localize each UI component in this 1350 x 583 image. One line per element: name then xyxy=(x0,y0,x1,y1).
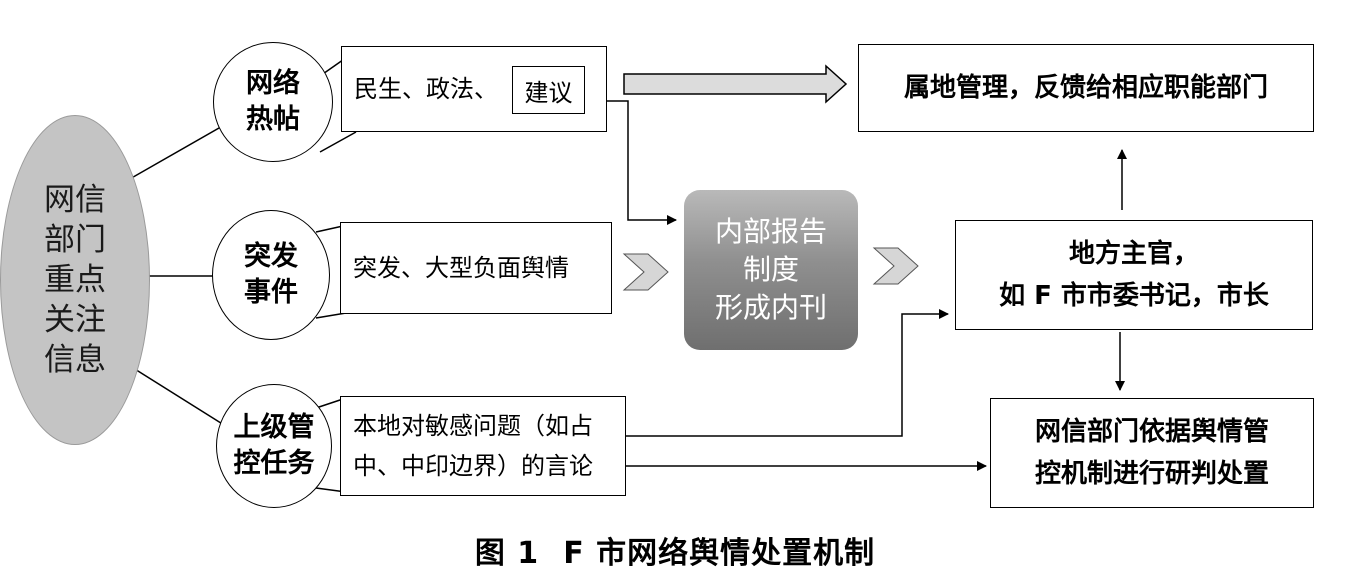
arrow-tasks-to-officials xyxy=(626,309,949,437)
center-line-2: 部门 xyxy=(44,222,106,258)
center-line-4: 关注 xyxy=(44,302,106,338)
link-hot-posts-to-box-2 xyxy=(319,131,357,153)
internal-report-box: 内部报告 制度 形成内刊 xyxy=(684,190,858,350)
hot-posts-box-text: 民生、政法、 xyxy=(354,75,498,103)
link-center-to-tasks xyxy=(129,365,233,431)
center-ellipse: 网信 部门 重点 关注 信息 xyxy=(0,115,150,445)
internal-report-line-3: 形成内刊 xyxy=(714,291,827,324)
figure-caption: 图 1 F 市网络舆情处置机制 xyxy=(0,528,1350,572)
hot-posts-circle: 网络 热帖 xyxy=(213,42,333,162)
chevron-arrow-report-to-officials xyxy=(872,247,919,285)
local-management-text: 属地管理，反馈给相应职能部门 xyxy=(903,73,1268,103)
department-disposal-box: 网信部门依据舆情管 控机制进行研判处置 xyxy=(990,398,1314,508)
emergency-line-2: 事件 xyxy=(244,277,298,308)
figure-number: 图 1 xyxy=(474,536,540,571)
internal-report-line-1: 内部报告 xyxy=(714,215,827,248)
emergency-box: 突发、大型负面舆情 xyxy=(340,222,612,314)
tasks-box-line-2: 中、中印边界）的言论 xyxy=(353,452,593,480)
local-officials-box: 地方主官， 如 F 市市委书记，市长 xyxy=(955,220,1313,330)
internal-report-line-2: 制度 xyxy=(742,253,799,286)
suggestion-box: 建议 xyxy=(512,66,585,114)
tasks-circle: 上级管 控任务 xyxy=(216,384,332,508)
local-officials-line-2: 如 F 市市委书记，市长 xyxy=(999,281,1269,311)
tasks-box: 本地对敏感问题（如占 中、中印边界）的言论 xyxy=(340,396,626,496)
tasks-box-line-1: 本地对敏感问题（如占 xyxy=(353,412,593,440)
chevron-arrow-emergency-to-report xyxy=(622,253,669,291)
emergency-box-text: 突发、大型负面舆情 xyxy=(353,254,569,282)
emergency-line-1: 突发 xyxy=(244,241,298,272)
hot-posts-line-1: 网络 xyxy=(246,68,300,99)
tasks-line-2: 控任务 xyxy=(233,448,315,479)
center-line-1: 网信 xyxy=(44,182,106,218)
center-line-3: 重点 xyxy=(44,262,106,298)
local-officials-line-1: 地方主官， xyxy=(1068,239,1199,269)
hot-posts-line-2: 热帖 xyxy=(246,104,300,135)
hollow-arrow-to-local-management xyxy=(623,64,848,104)
emergency-circle: 突发 事件 xyxy=(212,210,330,340)
center-line-5: 信息 xyxy=(44,342,106,378)
department-disposal-line-2: 控机制进行研判处置 xyxy=(1034,459,1269,489)
local-management-box: 属地管理，反馈给相应职能部门 xyxy=(858,44,1314,132)
department-disposal-line-1: 网信部门依据舆情管 xyxy=(1034,417,1269,447)
suggestion-text: 建议 xyxy=(524,78,573,107)
tasks-line-1: 上级管 xyxy=(233,412,315,443)
link-center-to-hot-posts xyxy=(127,123,227,181)
figure-title: F 市网络舆情处置机制 xyxy=(563,536,876,571)
